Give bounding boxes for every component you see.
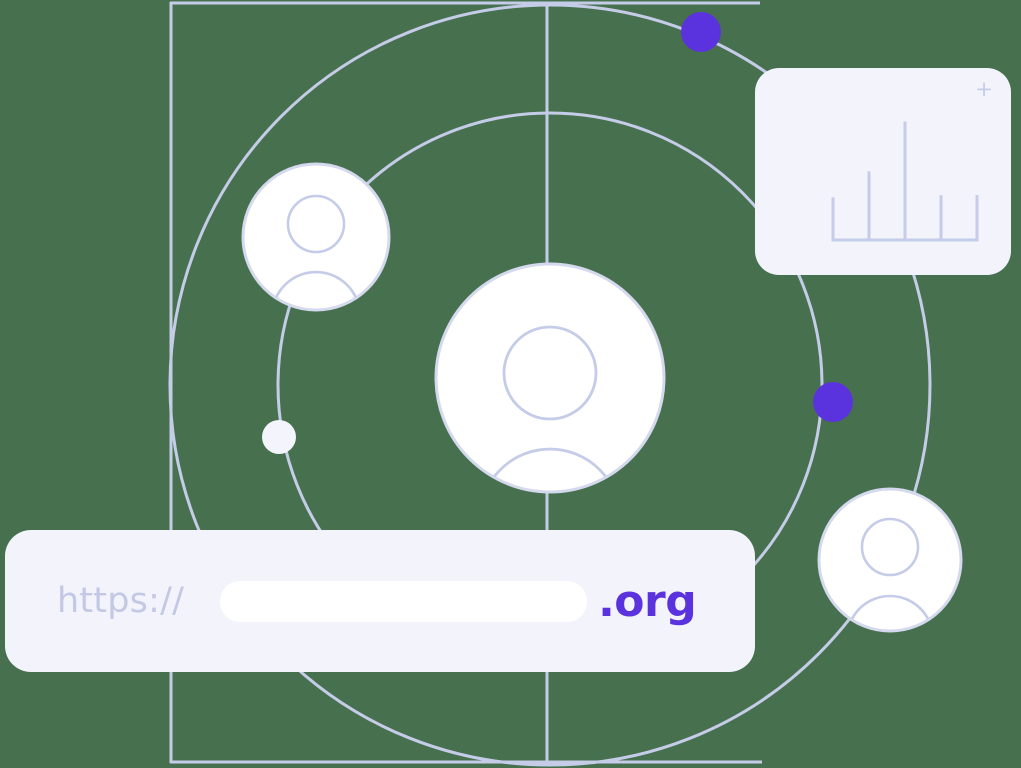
avatar-primary: [434, 262, 666, 494]
avatar-secondary: [241, 162, 391, 312]
bar-chart: [831, 121, 979, 242]
avatar-tertiary: [817, 487, 963, 633]
avatar-tertiary-person-icon: [845, 517, 935, 630]
avatar-tertiary-disc: [817, 487, 963, 633]
outer-orbit-ring: [168, 3, 932, 767]
node-dot-left[interactable]: [262, 420, 296, 454]
node-dot-top[interactable]: [681, 12, 721, 52]
tld-suffix-label: .org: [598, 575, 697, 627]
avatar-primary-disc: [434, 262, 666, 494]
url-scheme-label: https://: [57, 581, 185, 621]
domain-name-input[interactable]: [220, 580, 588, 622]
avatar-secondary-person-icon: [270, 194, 362, 309]
avatar-secondary-disc: [241, 162, 391, 312]
analytics-card[interactable]: +: [755, 68, 1011, 275]
domain-search-bar[interactable]: https:// .org: [5, 530, 755, 672]
add-widget-icon[interactable]: +: [975, 77, 993, 101]
node-dot-right[interactable]: [813, 382, 853, 422]
